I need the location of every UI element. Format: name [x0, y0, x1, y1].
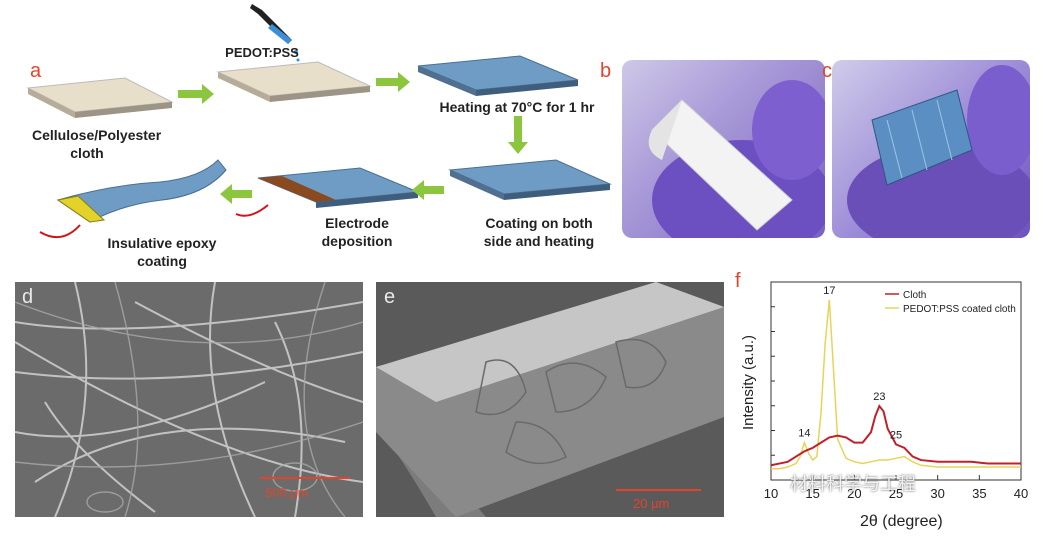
- panel-label-f: f: [735, 270, 741, 292]
- reagent-label: PEDOT:PSS: [225, 45, 299, 60]
- electrode-sheet: [235, 167, 419, 217]
- x-tick-label: 25: [889, 486, 903, 501]
- x-axis-ticks: 10 15 20 25 30 35 40: [764, 475, 1028, 501]
- y-axis-ticks: [771, 306, 775, 456]
- x-tick-label: 35: [972, 486, 986, 501]
- heated-coated-sheet: [417, 55, 579, 96]
- pipette-icon: [250, 4, 300, 62]
- panel-label-d: d: [22, 286, 34, 308]
- photo-coated-cloth: [832, 60, 1030, 238]
- scale-label-d: 500 μm: [265, 485, 309, 500]
- series-line-coated: [771, 299, 1021, 470]
- peak-annotations: 17 14 23 25: [798, 285, 902, 442]
- panel-label-b: b: [600, 60, 612, 82]
- step-epoxy-label: Insulative epoxy coating: [107, 235, 217, 269]
- sem-fiber-closeup: [376, 282, 724, 517]
- step-electrode-label: Electrode deposition: [321, 215, 393, 249]
- raw-cloth-sheet: [26, 77, 174, 118]
- panel-label-a: a: [30, 60, 42, 82]
- step-cloth-label: Cellulose/Polyester cloth: [32, 127, 162, 161]
- epoxy-coated-device: [39, 159, 227, 239]
- x-tick-label: 10: [764, 486, 778, 501]
- x-axis-label: 2θ (degree): [860, 513, 943, 530]
- peak-label: 14: [798, 428, 810, 440]
- fabrication-schematic: [26, 4, 612, 239]
- x-tick-label: 30: [930, 486, 944, 501]
- panel-label-c: c: [822, 60, 832, 82]
- peak-label: 23: [873, 391, 885, 403]
- x-tick-label: 15: [805, 486, 819, 501]
- sem-image-cloth: 500 μm: [15, 282, 363, 517]
- sem-fiber-network: [15, 282, 363, 517]
- chart-legend: Cloth PEDOT:PSS coated cloth: [885, 290, 1016, 315]
- xrd-chart: 10 15 20 25 30 35 40 17 14 23 25 Cloth PEDOT:PSS …: [740, 281, 1028, 530]
- legend-label-cloth: Cloth: [903, 290, 926, 301]
- x-tick-label: 20: [847, 486, 861, 501]
- double-coated-sheet: [448, 159, 612, 200]
- watermark-text: 材料科学与工程: [790, 474, 916, 494]
- cloth-with-pedot-sheet: [216, 61, 372, 102]
- photo-raw-cloth: [622, 60, 825, 238]
- glove-holding-white-cloth: [648, 80, 825, 238]
- y-axis-label: Intensity (a.u.): [740, 335, 757, 430]
- legend-label-coated: PEDOT:PSS coated cloth: [903, 304, 1016, 315]
- xrd-series-lines: [770, 299, 1021, 470]
- step-coating-label: Coating on both side and heating: [483, 215, 595, 249]
- process-arrows: [178, 72, 528, 204]
- peak-label: 17: [823, 285, 835, 297]
- scale-label-e: 20 μm: [633, 496, 670, 511]
- sem-image-single-fiber: 20 μm: [376, 282, 724, 517]
- x-tick-label: 40: [1014, 486, 1028, 501]
- step-heating-label: Heating at 70°C for 1 hr: [439, 99, 595, 115]
- series-line-cloth: [770, 404, 1021, 467]
- glove-holding-blue-cloth: [847, 65, 1030, 238]
- peak-label: 25: [890, 429, 902, 441]
- panel-label-e: e: [384, 286, 396, 308]
